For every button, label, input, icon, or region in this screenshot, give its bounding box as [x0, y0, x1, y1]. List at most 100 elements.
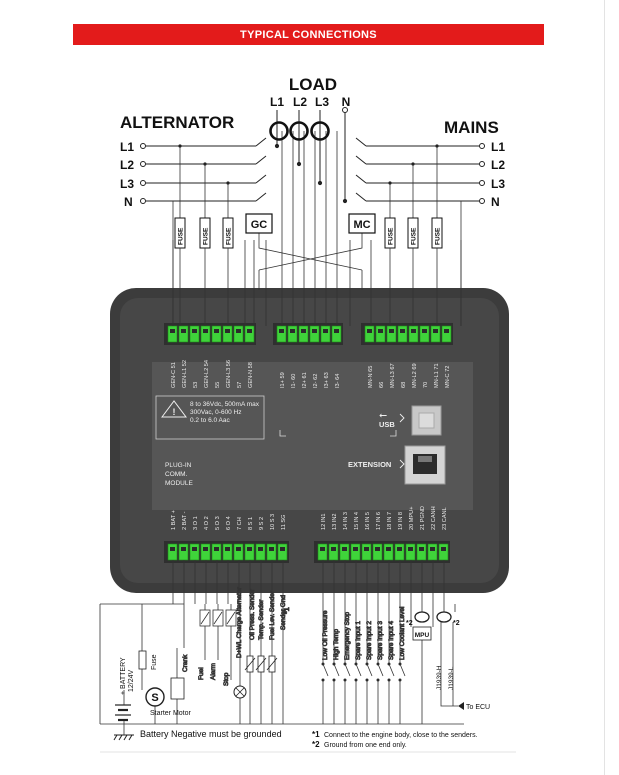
output-terminal[interactable] — [222, 543, 233, 561]
output-terminal[interactable] — [200, 543, 211, 561]
mains-terminal[interactable] — [430, 325, 441, 343]
input-terminal[interactable] — [317, 543, 328, 561]
input-device-label: Spare Input 1 — [355, 621, 362, 660]
output-device-label: Alarm — [210, 663, 217, 680]
current-terminal-label: I2+ 61 — [302, 372, 308, 388]
output-terminal[interactable] — [178, 543, 189, 561]
plugin-label-1: PLUG-IN — [165, 462, 192, 469]
load-n-label: N — [342, 95, 351, 109]
output-terminal-label: 9 S 2 — [259, 517, 265, 530]
input-terminal-label: 13 IN2 — [332, 514, 338, 530]
input-terminal[interactable] — [361, 543, 372, 561]
current-terminal-label: I1- 60 — [291, 374, 297, 388]
mpu-label: MPU — [415, 632, 430, 639]
output-terminal[interactable] — [211, 543, 222, 561]
gen-terminal[interactable] — [178, 325, 189, 343]
ct-l2 — [289, 121, 309, 141]
mains-terminal-label: MN-L2 69 — [412, 363, 418, 388]
output-terminal-label: 2 BAT - — [182, 511, 188, 530]
header-bar: TYPICAL CONNECTIONS — [73, 24, 544, 45]
load-l2-label: L2 — [293, 95, 307, 109]
fuse-label: FUSE — [411, 227, 418, 245]
spec-line-2: 300Vac, 0-600 Hz — [190, 409, 242, 416]
input-terminal[interactable] — [339, 543, 350, 561]
output-terminal-label: 10 S 3 — [270, 514, 276, 530]
plugin-label-2: COMM. — [165, 471, 188, 478]
output-device-label: Fuel Lev. Sender — [269, 590, 276, 640]
input-device-label: Spare Input 2 — [366, 621, 373, 660]
output-terminal[interactable] — [255, 543, 266, 561]
input-device-label: Low Oil Pressure — [322, 610, 329, 660]
current-terminal-label: I1+ 59 — [280, 372, 286, 388]
output-terminal[interactable] — [277, 543, 288, 561]
extension-port[interactable] — [404, 445, 446, 485]
gen-terminal-label: GEN-L3 56 — [226, 360, 232, 388]
mains-terminal[interactable] — [364, 325, 375, 343]
alt-l3-label: L3 — [120, 177, 134, 191]
output-device-label: D+WL Charge Alternator — [236, 586, 243, 658]
gen-terminal[interactable] — [233, 325, 244, 343]
fuse-label: FUSE — [388, 227, 395, 245]
gen-terminal-label: GEN-N 58 — [248, 362, 254, 388]
current-terminal[interactable] — [309, 325, 320, 343]
input-terminal-label: 23 CANL — [442, 507, 448, 530]
input-terminal[interactable] — [350, 543, 361, 561]
output-terminal[interactable] — [189, 543, 200, 561]
senders — [244, 655, 278, 673]
mains-terminal[interactable] — [419, 325, 430, 343]
current-terminal[interactable] — [331, 325, 342, 343]
mains-terminal[interactable] — [375, 325, 386, 343]
input-terminal[interactable] — [383, 543, 394, 561]
current-terminal[interactable] — [320, 325, 331, 343]
note1-mark: *1 — [312, 730, 320, 739]
output-device-label: Temp. Sender — [258, 599, 265, 640]
input-terminal[interactable] — [394, 543, 405, 561]
gen-terminal[interactable] — [244, 325, 255, 343]
input-terminal[interactable] — [328, 543, 339, 561]
load-label: LOAD — [289, 75, 337, 94]
usb-icon: ⭠ — [379, 410, 387, 421]
current-terminal[interactable] — [276, 325, 287, 343]
bottom-terminal-blocks — [164, 541, 450, 563]
output-terminal-label: 5 O 3 — [215, 516, 221, 530]
output-terminal[interactable] — [266, 543, 277, 561]
note2-mark: *2 — [312, 740, 320, 749]
mains-n-label: N — [491, 195, 500, 209]
current-terminal[interactable] — [287, 325, 298, 343]
mains-terminal[interactable] — [397, 325, 408, 343]
spec-line-1: 8 to 36Vdc, 500mA max — [190, 401, 260, 408]
input-terminal[interactable] — [427, 543, 438, 561]
input-terminal[interactable] — [416, 543, 427, 561]
mains-terminal-label: 66 — [379, 382, 385, 388]
battery-fuse — [138, 650, 147, 670]
gen-terminal[interactable] — [200, 325, 211, 343]
usb-arrow-icon — [399, 413, 405, 423]
mains-terminal[interactable] — [441, 325, 452, 343]
alt-l1-label: L1 — [120, 140, 134, 154]
gen-terminal-label: GEN-C 51 — [171, 362, 177, 388]
output-terminal[interactable] — [233, 543, 244, 561]
spec-line-3: 0.2 to 6.0 Aac — [190, 417, 231, 424]
output-terminal-label: 6 O 4 — [226, 516, 232, 530]
input-terminal-label: 20 MPU+ — [409, 507, 415, 530]
mains-terminal[interactable] — [408, 325, 419, 343]
page-right-rule — [604, 0, 605, 775]
input-terminal[interactable] — [405, 543, 416, 561]
gen-terminal[interactable] — [222, 325, 233, 343]
current-transformers — [269, 121, 330, 141]
current-terminal[interactable] — [298, 325, 309, 343]
output-terminal[interactable] — [244, 543, 255, 561]
svg-text:!: ! — [173, 407, 176, 417]
mpu-note-mark: *2 — [406, 620, 413, 627]
top-terminal-blocks — [164, 323, 453, 345]
controller-panel — [152, 362, 473, 510]
input-terminal[interactable] — [438, 543, 449, 561]
panel-bracket — [279, 430, 397, 437]
gen-terminal[interactable] — [211, 325, 222, 343]
ct-l1 — [269, 121, 289, 141]
output-terminal[interactable] — [167, 543, 178, 561]
mains-terminal[interactable] — [386, 325, 397, 343]
input-terminal[interactable] — [372, 543, 383, 561]
gen-terminal[interactable] — [189, 325, 200, 343]
gen-terminal[interactable] — [167, 325, 178, 343]
